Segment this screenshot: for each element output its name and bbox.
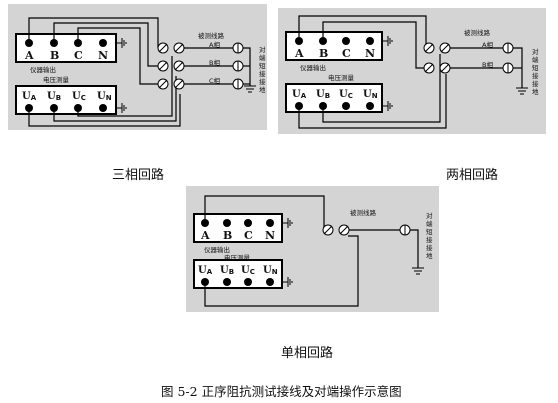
voltage-label-ua: UA <box>292 89 307 100</box>
three-phase-diagram: A B C N 仪器输出 电压测量 UA UB UC UN <box>15 17 266 127</box>
terminal-dot-b <box>223 219 231 227</box>
voltage-label-ua: UA <box>22 91 37 102</box>
ground-icon <box>282 218 293 228</box>
svg-text:地: 地 <box>532 87 539 96</box>
ground-icon <box>116 103 127 113</box>
line-under-test-label: 被测线路 <box>464 28 491 37</box>
voltage-label-un: UN <box>363 89 378 100</box>
voltage-label-ub: UB <box>220 265 234 276</box>
three-phase-panel: A B C N 仪器输出 电压测量 UA UB UC UN <box>8 4 267 130</box>
line-under-test-label: 被测线路 <box>350 208 377 217</box>
terminal-label-b: B <box>319 47 328 60</box>
svg-text:接: 接 <box>259 69 266 78</box>
svg-text:对: 对 <box>426 211 433 220</box>
svg-text:短: 短 <box>259 61 266 70</box>
terminal-label-n: N <box>98 49 108 62</box>
voltage-label-ub: UB <box>47 91 61 102</box>
terminal-label-b: B <box>50 49 59 62</box>
instrument-output-label: 仪器输出 <box>30 65 56 74</box>
terminal-label-n: N <box>365 47 375 60</box>
voltage-measure-label: 电压测量 <box>43 75 70 84</box>
voltage-label-un: UN <box>263 265 278 276</box>
svg-text:地: 地 <box>259 85 266 94</box>
two-phase-panel: A B C N 仪器输出 电压测量 UA UB UC UN <box>278 8 546 134</box>
voltage-label-ub: UB <box>316 89 330 100</box>
terminal-label-a: A <box>200 229 210 242</box>
voltage-label-uc: UC <box>72 91 86 102</box>
terminal-label-c: C <box>342 47 351 60</box>
terminal-label-a: A <box>294 47 304 60</box>
figure-caption: 图 5-2 正序阻抗测试接线及对端操作示意图 <box>161 384 402 399</box>
caption-single-phase: 单相回路 <box>281 346 334 361</box>
ground-icon <box>516 87 528 95</box>
terminal-label-b: B <box>223 229 232 242</box>
svg-text:接: 接 <box>426 235 433 244</box>
svg-text:对: 对 <box>532 47 539 56</box>
voltage-label-ua: UA <box>198 265 213 276</box>
output-terminal-box <box>285 31 383 61</box>
connection-wires <box>204 195 419 307</box>
phase-a-label: A相 <box>209 40 220 49</box>
svg-text:短: 短 <box>426 227 433 236</box>
line-under-test-label: 被测线路 <box>198 31 225 40</box>
svg-text:接: 接 <box>532 71 539 80</box>
phase-b-label: B相 <box>482 60 493 69</box>
voltage-dot-un <box>266 278 274 286</box>
terminal-label-n: N <box>265 229 275 242</box>
voltage-dot-uc <box>244 278 252 286</box>
two-phase-diagram: A B C N 仪器输出 电压测量 UA UB UC UN <box>285 15 539 129</box>
terminal-dot-n <box>366 37 374 45</box>
single-phase-diagram: A B C N 仪器输出 电压测量 UA UB UC UN <box>193 195 433 307</box>
phase-c-label: C相 <box>209 76 221 85</box>
voltage-terminal-box <box>285 83 383 113</box>
svg-text:端: 端 <box>259 53 266 62</box>
svg-text:短: 短 <box>532 63 539 72</box>
output-terminal-box <box>193 213 283 243</box>
svg-text:端: 端 <box>532 55 539 64</box>
terminal-dot-c <box>244 219 252 227</box>
svg-text:对: 对 <box>259 45 266 54</box>
phase-a-label: A相 <box>482 40 493 49</box>
terminal-dot-c <box>342 37 350 45</box>
caption-three-phase: 三相回路 <box>112 168 165 183</box>
far-end-grounded-label: 对 端 短 接 接 地 <box>426 211 433 260</box>
terminal-label-c: C <box>74 49 83 62</box>
ground-icon <box>412 267 424 275</box>
terminal-dot-n <box>99 39 107 47</box>
phase-b-label: B相 <box>209 58 220 67</box>
voltage-dot-uc <box>342 102 350 110</box>
ground-icon <box>382 36 393 46</box>
ground-icon <box>382 101 393 111</box>
voltage-dot-ub <box>223 278 231 286</box>
terminal-label-a: A <box>24 49 34 62</box>
connection-wires <box>298 15 523 129</box>
voltage-measure-label: 电压测量 <box>328 73 355 82</box>
voltage-dot-un <box>366 102 374 110</box>
terminal-label-c: C <box>244 229 253 242</box>
instrument-output-label: 仪器输出 <box>204 245 230 254</box>
far-end-grounded-label: 对 端 短 接 接 地 <box>259 45 266 94</box>
single-phase-panel: A B C N 仪器输出 电压测量 UA UB UC UN <box>186 186 439 312</box>
instrument-output-label: 仪器输出 <box>300 63 326 72</box>
svg-text:接: 接 <box>259 77 266 86</box>
voltage-label-uc: UC <box>339 89 353 100</box>
svg-text:接: 接 <box>532 79 539 88</box>
svg-text:接: 接 <box>426 243 433 252</box>
ground-icon <box>244 85 256 93</box>
voltage-measure-label: 电压测量 <box>224 253 251 262</box>
svg-text:地: 地 <box>426 251 433 260</box>
far-end-grounded-label: 对 端 短 接 接 地 <box>532 47 539 96</box>
caption-two-phase: 两相回路 <box>446 168 499 183</box>
voltage-label-un: UN <box>97 91 112 102</box>
output-terminal-box <box>15 33 117 63</box>
voltage-label-uc: UC <box>241 265 255 276</box>
ground-icon <box>116 38 127 48</box>
connection-wires <box>28 17 251 127</box>
svg-text:端: 端 <box>426 219 433 228</box>
voltage-dot-un <box>99 104 107 112</box>
ground-icon <box>282 277 293 287</box>
terminal-dot-n <box>266 219 274 227</box>
